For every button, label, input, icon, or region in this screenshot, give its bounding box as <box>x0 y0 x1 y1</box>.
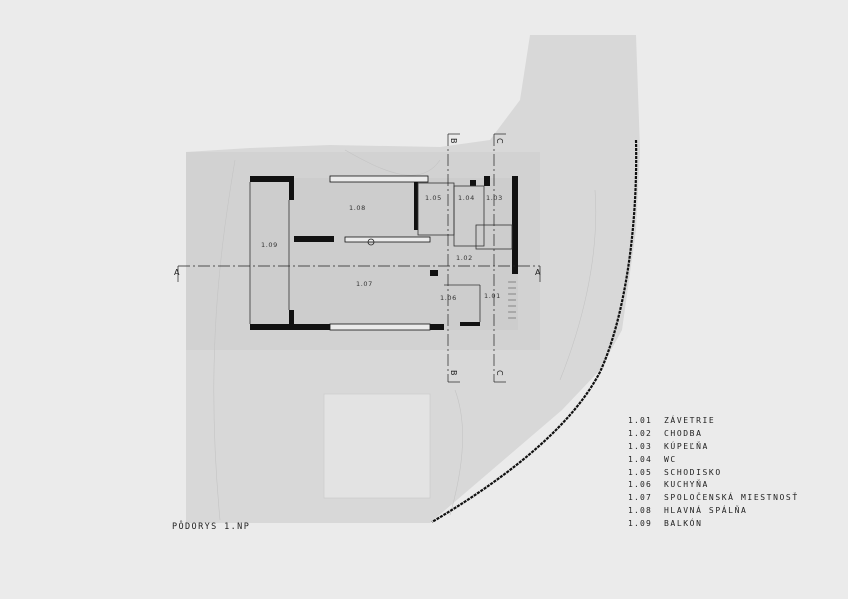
room-legend: 1.01 ZÁVETRIE 1.02 CHODBA 1.03 KÚPEĽŇA 1.04… <box>628 414 799 530</box>
legend-code: 1.07 <box>628 493 653 503</box>
section-mark-a-right: A <box>535 268 541 277</box>
room-label-1-05: 1.05 <box>425 194 442 202</box>
terrain-contour <box>213 159 236 521</box>
legend-room-name: SCHODISKO <box>664 467 722 477</box>
legend-row: 1.02 CHODBA <box>628 427 799 440</box>
sink-symbol <box>367 238 375 246</box>
section-mark-c-top: C <box>495 138 504 144</box>
legend-code: 1.04 <box>628 454 653 464</box>
legend-row: 1.06 KUCHYŇA <box>628 478 799 491</box>
interior-floor <box>250 178 518 330</box>
terrain-contour <box>449 389 463 516</box>
terrace-square <box>323 393 431 499</box>
legend-row: 1.08 HLAVNÁ SPÁLŇA <box>628 504 799 517</box>
room-label-1-03: 1.03 <box>486 194 503 202</box>
legend-row: 1.01 ZÁVETRIE <box>628 414 799 427</box>
section-line-c <box>493 133 506 383</box>
legend-room-name: BALKÓN <box>664 519 703 529</box>
window-strips <box>329 175 431 331</box>
legend-room-name: KÚPEĽŇA <box>664 441 709 451</box>
room-label-1-09: 1.09 <box>261 241 278 249</box>
terrain-contour <box>344 149 441 176</box>
room-label-1-08: 1.08 <box>349 204 366 212</box>
plan-title: PÔDORYS 1.NP <box>172 522 251 532</box>
section-mark-c-bottom: C <box>495 370 504 376</box>
room-label-1-02: 1.02 <box>456 254 473 262</box>
section-mark-a-left: A <box>174 268 180 277</box>
terrain-contour <box>559 189 597 381</box>
legend-code: 1.09 <box>628 519 653 529</box>
section-line-b <box>447 133 460 383</box>
legend-row: 1.05 SCHODISKO <box>628 466 799 479</box>
room-label-1-07: 1.07 <box>356 280 373 288</box>
legend-row: 1.07 SPOLOČENSKÁ MIESTNOSŤ <box>628 491 799 504</box>
room-label-1-04: 1.04 <box>458 194 475 202</box>
legend-room-name: HLAVNÁ SPÁLŇA <box>664 506 748 516</box>
legend-room-name: KUCHYŇA <box>664 480 709 490</box>
legend-code: 1.03 <box>628 441 653 451</box>
legend-room-name: ZÁVETRIE <box>664 415 716 425</box>
section-mark-b-bottom: B <box>449 370 458 376</box>
legend-row: 1.03 KÚPEĽŇA <box>628 440 799 453</box>
section-mark-b-top: B <box>449 138 458 144</box>
legend-row: 1.09 BALKÓN <box>628 517 799 530</box>
legend-code: 1.08 <box>628 506 653 516</box>
stair-treads <box>508 281 516 319</box>
room-label-1-06: 1.06 <box>440 294 457 302</box>
legend-room-name: WC <box>664 454 677 464</box>
room-label-1-01: 1.01 <box>484 292 501 300</box>
legend-code: 1.01 <box>628 415 653 425</box>
walls <box>250 176 518 330</box>
legend-room-name: CHODBA <box>664 428 703 438</box>
legend-code: 1.02 <box>628 428 653 438</box>
legend-row: 1.04 WC <box>628 453 799 466</box>
legend-code: 1.06 <box>628 480 653 490</box>
site-boundary-line <box>431 139 638 523</box>
section-line-a <box>177 265 541 282</box>
legend-room-name: SPOLOČENSKÁ MIESTNOSŤ <box>664 493 799 503</box>
legend-code: 1.05 <box>628 467 653 477</box>
